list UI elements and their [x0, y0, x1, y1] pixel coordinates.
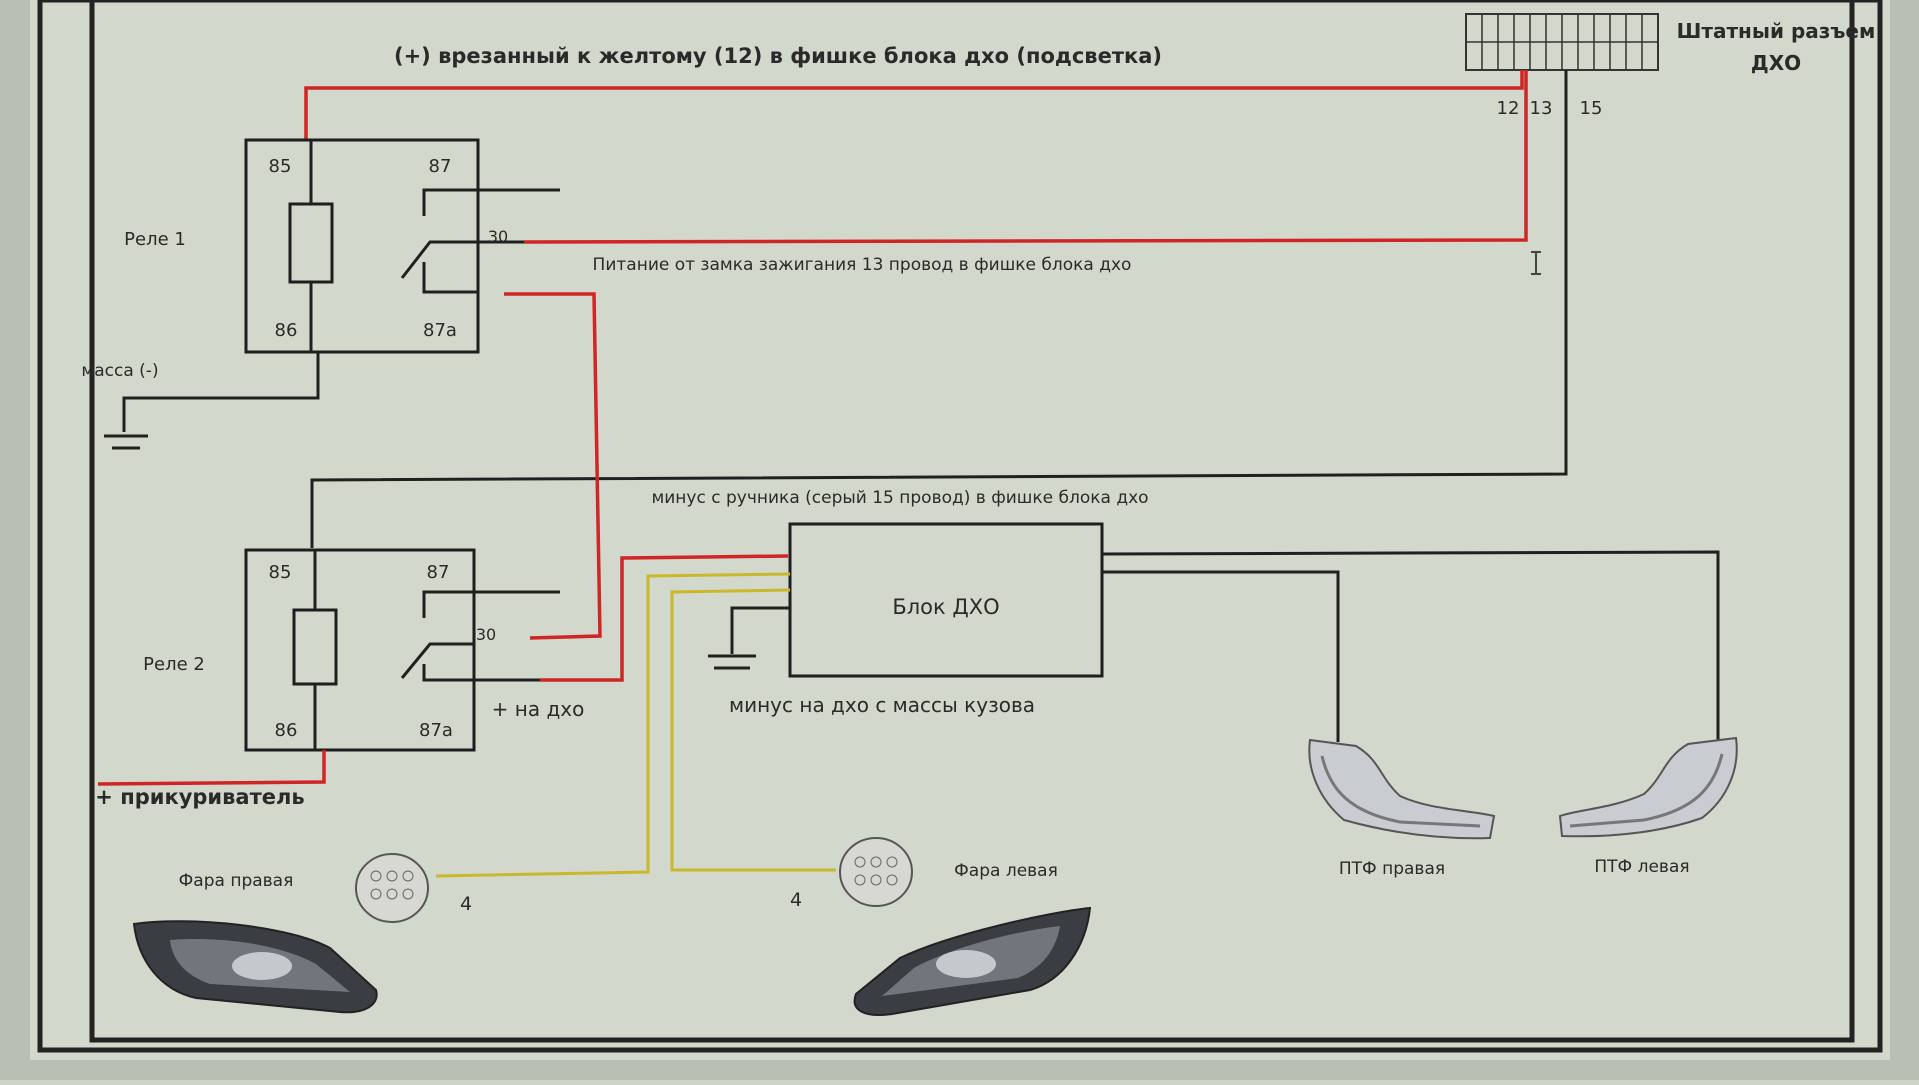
- wire-backlight-12: [304, 70, 1524, 140]
- relay-2-box: [244, 548, 476, 752]
- right-headlight-image: [132, 920, 378, 1014]
- relay-2: [244, 548, 560, 752]
- top-red-note: (+) врезанный к желтому (12) в фишке бло…: [394, 44, 1162, 68]
- pin4-right-label: 4: [460, 893, 472, 915]
- ground-label: масса (-): [81, 361, 158, 381]
- outer-frame: [37, 0, 1883, 1053]
- wire-handbrake-15: [310, 70, 1568, 548]
- drl-unit-box: [788, 522, 1104, 678]
- wire-plus-drl: [540, 554, 789, 682]
- relay-2-t86: 86: [275, 720, 298, 741]
- fog-right-label: ПТФ правая: [1339, 859, 1445, 879]
- relay-2-t85: 85: [269, 562, 292, 583]
- relay-2-switch: [400, 642, 474, 679]
- pin4-left-label: 4: [790, 889, 802, 911]
- pin-12-label: 12: [1497, 98, 1520, 119]
- drl-unit-label: Блок ДХО: [892, 595, 999, 619]
- relay-2-t87: 87: [427, 562, 450, 583]
- drl-connector: [1465, 13, 1659, 71]
- wire-ignition-13: [523, 70, 1528, 244]
- relay-1-box: [244, 138, 480, 354]
- relay-1-t85: 85: [269, 156, 292, 177]
- left-headlight-connector: [839, 837, 913, 907]
- relay-2-t87a: 87а: [419, 720, 453, 741]
- headlight-left-label: Фара левая: [954, 861, 1058, 881]
- relay-1-contact-87: [422, 188, 560, 216]
- inner-frame: [89, 0, 1855, 1043]
- left-fog-lamp-image: [1558, 736, 1738, 838]
- wire-fog-left: [1101, 550, 1720, 740]
- relay-1-t86: 86: [275, 320, 298, 341]
- relay-1-t87: 87: [429, 156, 452, 177]
- cigarette-label: + прикуриватель: [95, 785, 304, 809]
- relay-2-contact-87: [422, 590, 560, 618]
- relay-2-contact-87a: [422, 664, 540, 682]
- relay-2-title: Реле 2: [143, 654, 205, 675]
- relay-1-switch: [400, 240, 524, 279]
- right-fog-lamp-image: [1308, 738, 1496, 840]
- connector-title-line1: Штатный разъем: [1677, 19, 1876, 43]
- handbrake-note: минус с ручника (серый 15 провод) в фишк…: [651, 488, 1148, 508]
- ignition-note: Питание от замка зажигания 13 провод в ф…: [593, 255, 1132, 275]
- wire-cigarette: [97, 750, 326, 786]
- wire-ground: [122, 352, 320, 432]
- wire-yellow-left-headlight: [670, 588, 836, 872]
- right-headlight-connector: [355, 853, 429, 923]
- relay-1: [244, 138, 560, 354]
- relay-2-t30: 30: [476, 625, 496, 644]
- headlight-right-label: Фара правая: [179, 871, 294, 891]
- drl-minus-label: минус на дхо с массы кузова: [729, 693, 1035, 717]
- text-cursor-icon: [1531, 251, 1541, 275]
- plus-drl-label: + на дхо: [492, 697, 585, 721]
- connector-title-line2: ДХО: [1751, 51, 1801, 75]
- wire-drl-ground: [730, 606, 790, 654]
- relay-1-title: Реле 1: [124, 229, 186, 250]
- relay-1-t87a: 87а: [423, 320, 457, 341]
- relay-1-t30: 30: [488, 227, 508, 246]
- screen-area: [30, 0, 1890, 1060]
- fog-left-label: ПТФ левая: [1594, 857, 1689, 877]
- pin-15-label: 15: [1580, 98, 1603, 119]
- wire-yellow-right-headlight: [435, 572, 791, 878]
- wire-relay1-to-relay2: [504, 292, 602, 640]
- left-headlight-image: [853, 906, 1092, 1016]
- pin-13-label: 13: [1530, 98, 1553, 119]
- relay-1-contact-87a: [422, 262, 478, 294]
- wire-fog-right: [1102, 570, 1340, 742]
